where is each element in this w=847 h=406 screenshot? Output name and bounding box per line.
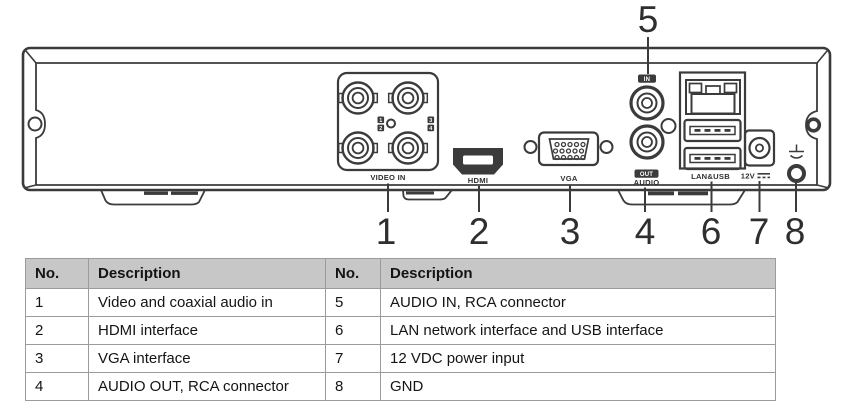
callout-numbers: 1 2 3 4 5 6 7 8 — [376, 0, 806, 252]
audio-section: IN OUT AUDIO — [629, 74, 677, 187]
callout-7: 7 — [749, 211, 770, 252]
callout-2: 2 — [469, 211, 490, 252]
header-no-1: No. — [25, 258, 89, 289]
right-screw-hole-icon — [805, 117, 822, 133]
channel-3-label: 3 — [429, 118, 432, 124]
table-row: 3 VGA interface 7 12 VDC power input — [25, 344, 776, 373]
description-table: No. Description No. Description 1 Video … — [25, 258, 776, 401]
panel-screw-icon — [386, 118, 396, 129]
table-row: 4 AUDIO OUT, RCA connector 8 GND — [25, 372, 776, 401]
header-description-1: Description — [88, 258, 326, 289]
no-cell: 3 — [25, 344, 89, 373]
no-cell: 1 — [25, 288, 89, 317]
header-no-2: No. — [325, 258, 381, 289]
lan-usb-block: LAN&USB — [678, 71, 747, 181]
chassis-feet — [99, 189, 747, 206]
callout-1: 1 — [376, 211, 397, 252]
audio-in-badge: IN — [644, 77, 650, 83]
gnd-screw-icon — [787, 164, 806, 183]
audio-label: AUDIO — [634, 178, 660, 187]
bnc-connector-3 — [387, 81, 429, 115]
bnc-connector-4 — [387, 131, 429, 165]
description-cell: 12 VDC power input — [380, 344, 776, 373]
description-cell: LAN network interface and USB interface — [380, 316, 776, 345]
callout-3: 3 — [560, 211, 581, 252]
usb-port-2 — [683, 146, 742, 171]
power-label: 12V — [741, 172, 756, 181]
table-header-row: No. Description No. Description — [25, 258, 776, 289]
hdmi-port: HDMI — [453, 148, 503, 185]
description-cell: HDMI interface — [88, 316, 326, 345]
rca-in-connector — [629, 85, 665, 121]
description-cell: AUDIO OUT, RCA connector — [88, 372, 326, 401]
description-cell: GND — [380, 372, 776, 401]
description-cell: Video and coaxial audio in — [88, 288, 326, 317]
vga-port: VGA — [523, 131, 614, 183]
header-description-2: Description — [380, 258, 776, 289]
video-in-label: VIDEO IN — [370, 173, 405, 182]
rca-out-connector — [629, 124, 665, 160]
hdmi-label: HDMI — [468, 176, 488, 185]
video-in-block: 1 2 3 4 VIDEO IN — [336, 71, 440, 182]
no-cell: 8 — [325, 372, 381, 401]
vga-screw-left-icon — [523, 140, 538, 154]
channel-number-tags: 1 2 3 4 — [377, 116, 435, 132]
power-jack: 12V — [741, 129, 776, 181]
gnd-terminal — [787, 144, 806, 183]
description-table-wrap: No. Description No. Description 1 Video … — [25, 258, 776, 401]
no-cell: 7 — [325, 344, 381, 373]
left-screw-hole-icon — [27, 116, 43, 132]
ground-symbol-icon — [789, 144, 804, 159]
usb-port-1 — [683, 118, 742, 143]
channel-2-label: 2 — [379, 126, 382, 132]
rj45-port — [685, 79, 741, 115]
callout-5: 5 — [638, 0, 659, 40]
vga-label: VGA — [560, 174, 577, 183]
description-cell: VGA interface — [88, 344, 326, 373]
lan-usb-label: LAN&USB — [691, 172, 730, 181]
no-cell: 2 — [25, 316, 89, 345]
audio-screw-icon — [660, 118, 677, 134]
table-row: 1 Video and coaxial audio in 5 AUDIO IN,… — [25, 288, 776, 317]
callout-4: 4 — [635, 211, 656, 252]
dc-symbol-icon — [757, 173, 770, 179]
description-cell: AUDIO IN, RCA connector — [380, 288, 776, 317]
audio-out-badge: OUT — [640, 172, 653, 178]
channel-1-label: 1 — [379, 118, 382, 124]
callout-6: 6 — [701, 211, 722, 252]
no-cell: 6 — [325, 316, 381, 345]
callout-8: 8 — [785, 211, 806, 252]
no-cell: 5 — [325, 288, 381, 317]
bnc-connector-1 — [337, 81, 379, 115]
rear-panel-diagram: 1 2 3 4 VIDEO IN HDMI VGA IN — [21, 0, 832, 252]
vga-screw-right-icon — [599, 140, 614, 154]
callout-lines — [387, 37, 797, 212]
no-cell: 4 — [25, 372, 89, 401]
table-row: 2 HDMI interface 6 LAN network interface… — [25, 316, 776, 345]
channel-4-label: 4 — [429, 126, 432, 132]
bnc-connector-2 — [337, 131, 379, 165]
